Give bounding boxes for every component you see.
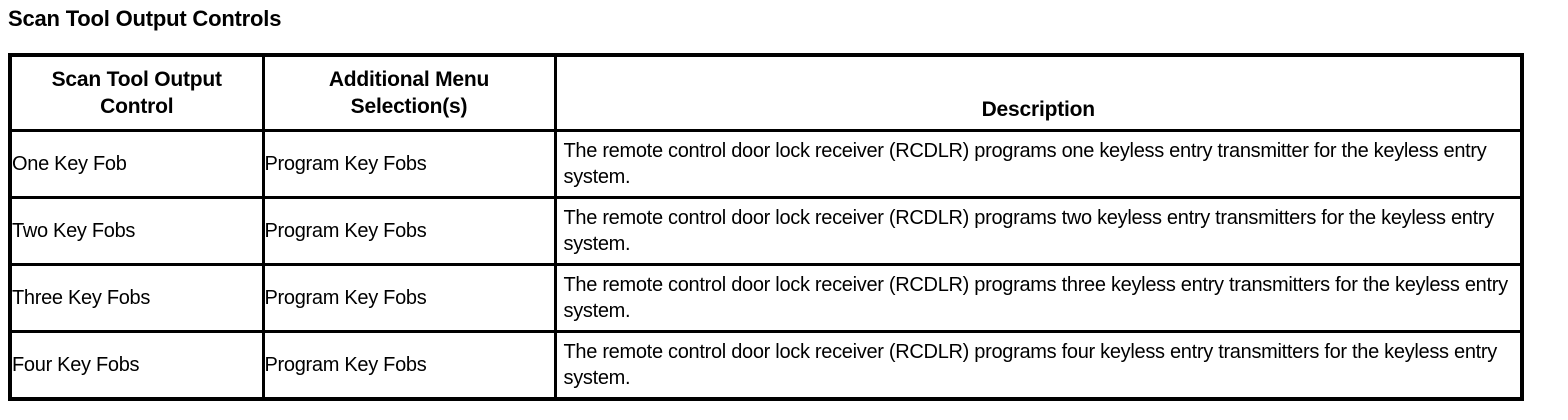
description-text: The remote control door lock receiver (R… [563, 274, 1509, 322]
column-header-line-1: Scan Tool Output [51, 68, 222, 91]
cell-scan-tool-output-control: Three Key Fobs [8, 263, 265, 333]
cell-additional-menu-selection: Program Key Fobs [261, 129, 557, 199]
table-header: Scan Tool Output Control Additional Menu… [8, 53, 1524, 132]
description-text: The remote control door lock receiver (R… [563, 140, 1487, 188]
column-header-line-1: Additional Menu [328, 68, 490, 91]
table-body: One Key Fob Program Key Fobs The remote … [8, 129, 1524, 401]
table-row: Two Key Fobs Program Key Fobs The remote… [8, 196, 1524, 266]
cell-scan-tool-output-control: Two Key Fobs [8, 196, 265, 266]
column-header-line-2: Selection(s) [350, 95, 468, 118]
cell-additional-menu-selection: Program Key Fobs [261, 196, 557, 266]
table-row: Three Key Fobs Program Key Fobs The remo… [8, 263, 1524, 333]
column-header-line-2: Control [100, 95, 174, 118]
scan-tool-output-controls-table-wrapper: Scan Tool Output Control Additional Menu… [8, 53, 1524, 401]
cell-additional-menu-selection: Program Key Fobs [261, 330, 557, 401]
description-text: The remote control door lock receiver (R… [563, 341, 1498, 389]
cell-description: The remote control door lock receiver (R… [553, 129, 1524, 199]
cell-description: The remote control door lock receiver (R… [553, 330, 1524, 401]
table-row: Four Key Fobs Program Key Fobs The remot… [8, 330, 1524, 401]
description-text: The remote control door lock receiver (R… [563, 207, 1495, 255]
cell-description: The remote control door lock receiver (R… [553, 196, 1524, 266]
page-title: Scan Tool Output Controls [8, 6, 282, 31]
table-header-row: Scan Tool Output Control Additional Menu… [8, 53, 1524, 132]
column-header-additional-menu-selections: Additional Menu Selection(s) [261, 53, 557, 132]
cell-scan-tool-output-control: Four Key Fobs [8, 330, 265, 401]
cell-description: The remote control door lock receiver (R… [553, 263, 1524, 333]
column-header-description: Description [553, 53, 1524, 132]
scan-tool-output-controls-table: Scan Tool Output Control Additional Menu… [8, 53, 1524, 401]
column-header-scan-tool-output-control: Scan Tool Output Control [8, 53, 265, 132]
cell-scan-tool-output-control: One Key Fob [8, 129, 265, 199]
cell-additional-menu-selection: Program Key Fobs [261, 263, 557, 333]
table-row: One Key Fob Program Key Fobs The remote … [8, 129, 1524, 199]
column-header-line-1: Description [981, 98, 1096, 121]
